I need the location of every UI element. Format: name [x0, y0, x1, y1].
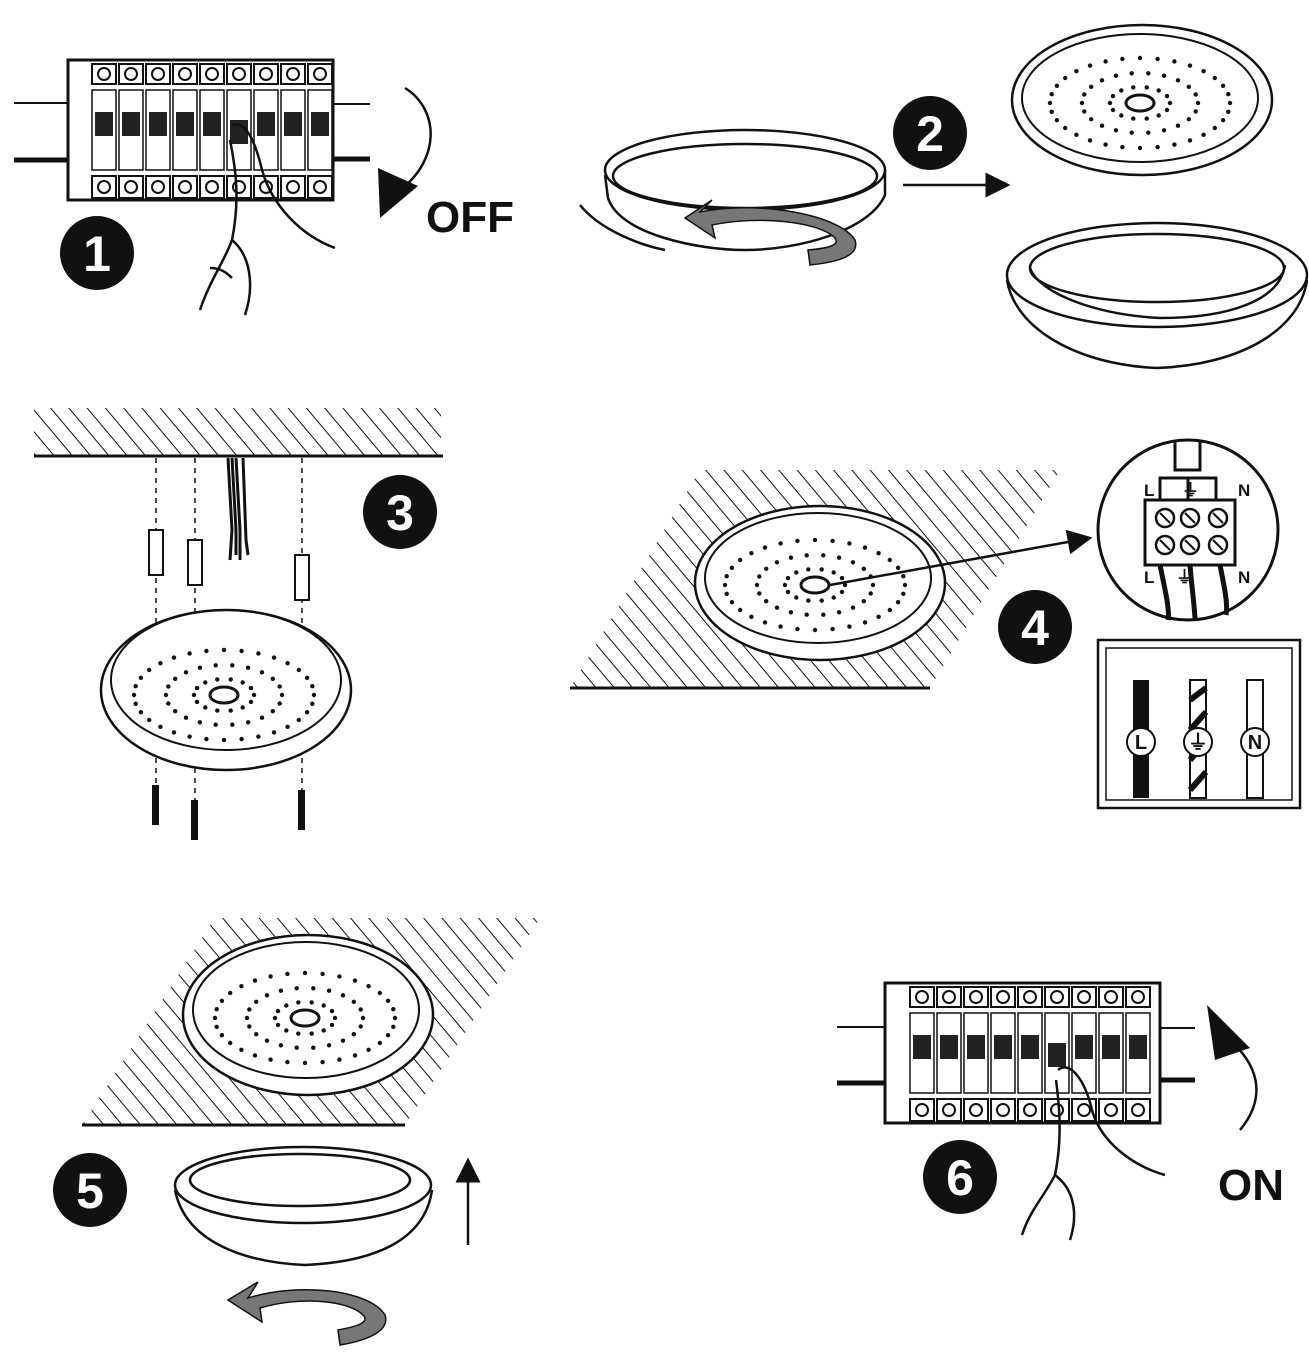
step-1-number-badge: 1 [60, 216, 134, 290]
svg-text:6: 6 [946, 1150, 974, 1206]
svg-text:1: 1 [83, 226, 111, 282]
terminal-top-n: N [1238, 481, 1250, 500]
step-3-base-plate [99, 608, 353, 772]
off-label: OFF [426, 193, 514, 242]
terminal-bottom-l: L [1144, 568, 1154, 587]
step-2-rotate-arrow [683, 199, 857, 266]
step-3-ceiling [30, 400, 450, 458]
step-5-rotate-arrow [226, 1281, 387, 1346]
step-1-hand [198, 123, 336, 316]
step-2-base-plate [1010, 23, 1274, 177]
svg-text:3: 3 [386, 485, 414, 541]
step-2-diffuser [1005, 221, 1309, 370]
step-5-number-badge: 5 [53, 1153, 127, 1227]
step-3-screws [152, 785, 305, 840]
svg-text:5: 5 [76, 1163, 104, 1219]
step-3-number-badge: 3 [363, 475, 437, 549]
wire-legend-box: L ⏚ N [1096, 638, 1302, 810]
step-5-diffuser [173, 1145, 434, 1267]
terminal-bottom-earth: ⏚ [1176, 568, 1193, 587]
on-label: ON [1218, 1161, 1284, 1210]
svg-text:2: 2 [916, 106, 944, 162]
step-4-number-badge: 4 [998, 590, 1072, 664]
svg-text:4: 4 [1021, 600, 1049, 656]
step-1-down-arrow [378, 86, 432, 218]
step-6-hand [1020, 1066, 1166, 1241]
wire-live-label: L [1135, 732, 1147, 754]
wire-neutral-label: N [1248, 732, 1262, 754]
step-6-number-badge: 6 [923, 1140, 997, 1214]
step-1-breaker-panel [14, 58, 370, 202]
step-4-base-plate [693, 504, 947, 662]
wire-earth-label: ⏚ [1188, 731, 1208, 754]
terminal-top-l: L [1144, 481, 1154, 500]
step-4-pointer-arrow [829, 529, 1093, 587]
step-3-cable [226, 457, 250, 561]
terminal-top-earth: ⏚ [1182, 481, 1199, 500]
step-6-breaker-panel [837, 981, 1195, 1125]
terminal-block-zoom: L ⏚ N L ⏚ N [1096, 438, 1280, 622]
step-5-base-plate [181, 933, 435, 1097]
terminal-bottom-n: N [1238, 568, 1250, 587]
step-2-number-badge: 2 [893, 96, 967, 170]
step-3-wall-plugs [148, 529, 310, 601]
step-6-up-arrow [1207, 1005, 1258, 1131]
